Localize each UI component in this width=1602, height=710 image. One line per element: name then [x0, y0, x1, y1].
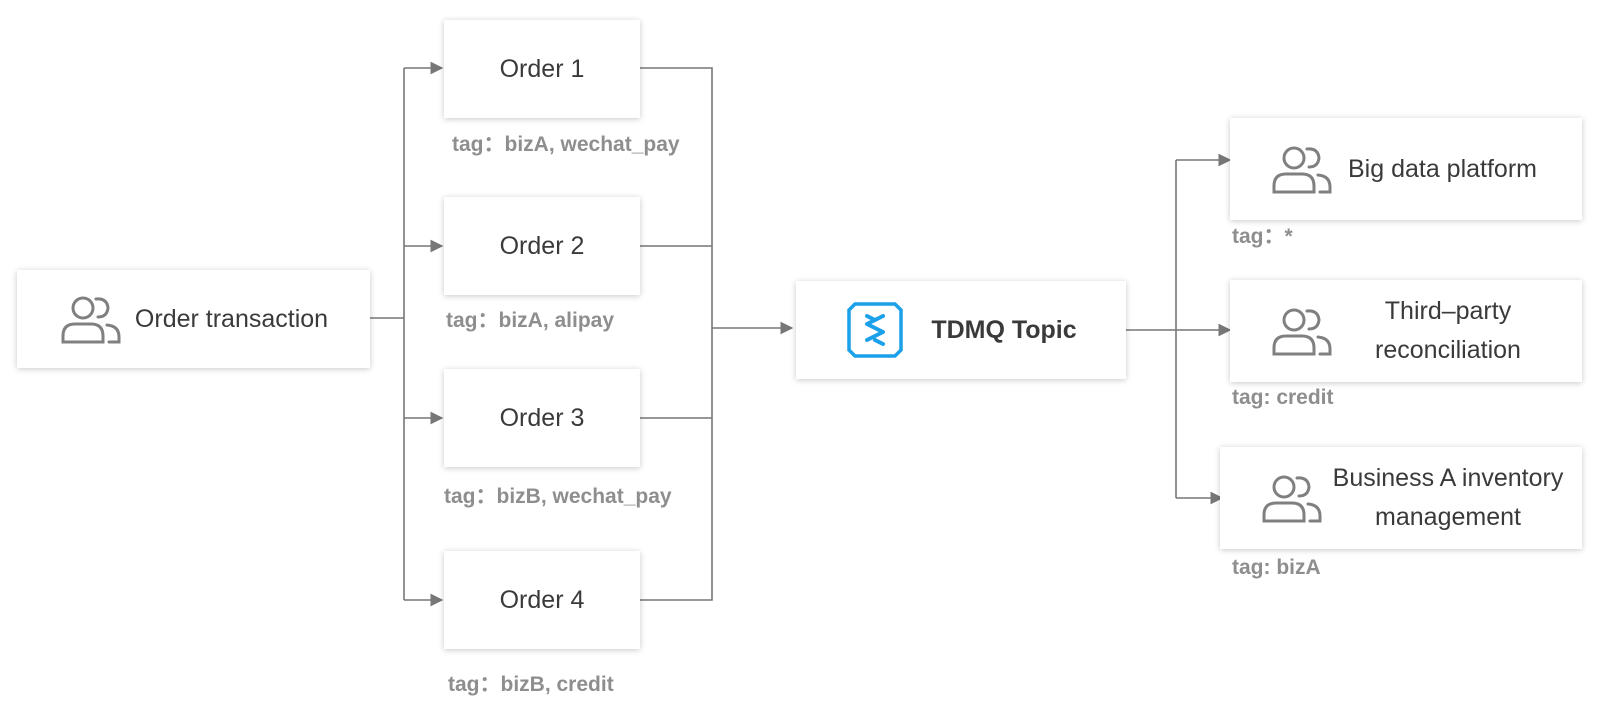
consumer-label-line-1: Business A inventory — [1332, 464, 1564, 492]
connector-orders-merge — [640, 67, 713, 601]
users-icon — [1260, 471, 1324, 525]
order-node-1: Order 1 — [444, 20, 640, 118]
order-tag: tag：bizB, wechat_pay — [444, 485, 672, 508]
tdmq-topic-label: TDMQ Topic — [931, 315, 1077, 344]
tdmq-topic-node: TDMQ Topic — [796, 281, 1126, 379]
consumer-label-line-2: management — [1375, 503, 1521, 531]
consumer-node-business-a: Business A inventory management — [1220, 447, 1582, 549]
consumer-node-big-data: Big data platform — [1230, 118, 1582, 220]
order-node-2: Order 2 — [444, 197, 640, 295]
connector-topic-fanout — [1126, 160, 1177, 498]
order-node-4: Order 4 — [444, 551, 640, 649]
consumer-tag: tag：* — [1232, 225, 1293, 248]
order-node-3: Order 3 — [444, 369, 640, 467]
order-label: Order 2 — [499, 231, 585, 260]
consumer-tag: tag: bizA — [1232, 556, 1321, 579]
consumer-label: Big data platform — [1348, 154, 1537, 183]
users-icon — [1270, 304, 1334, 358]
order-transaction-label: Order transaction — [134, 304, 329, 333]
order-tag: tag：bizB, credit — [448, 673, 614, 696]
order-label: Order 4 — [499, 585, 585, 614]
users-icon — [1270, 142, 1334, 196]
tdmq-logo-icon — [845, 300, 905, 360]
consumer-label: Third–party reconciliation — [1334, 292, 1582, 370]
order-label: Order 1 — [499, 54, 585, 83]
consumer-label-line-1: Third–party — [1384, 297, 1512, 325]
consumer-tag: tag: credit — [1232, 386, 1334, 409]
consumer-label-line-2: reconciliation — [1375, 336, 1521, 364]
order-tag: tag：bizA, alipay — [446, 309, 615, 332]
order-tag: tag：bizA, wechat_pay — [452, 133, 680, 156]
order-transaction-node: Order transaction — [17, 270, 370, 368]
consumer-node-reconciliation: Third–party reconciliation — [1230, 280, 1582, 382]
connector-source-trunk — [370, 68, 405, 600]
consumer-label: Business A inventory management — [1324, 459, 1582, 537]
users-icon — [59, 292, 123, 346]
order-label: Order 3 — [499, 403, 585, 432]
